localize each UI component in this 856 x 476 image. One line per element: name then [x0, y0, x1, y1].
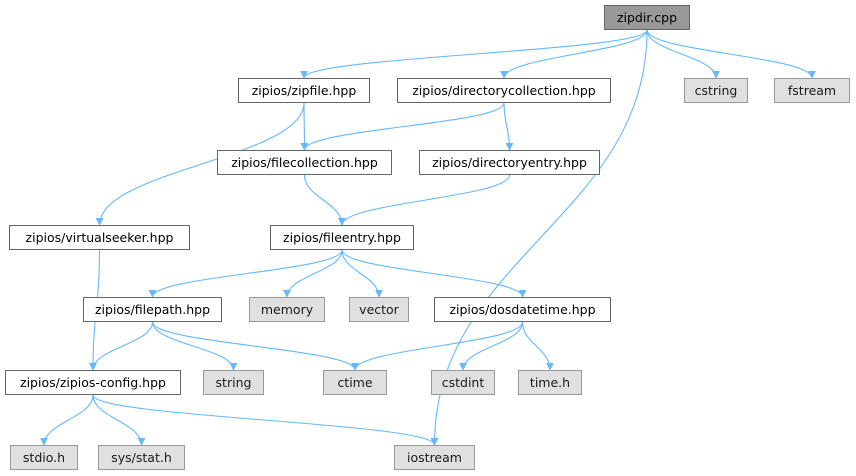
edge-fileentry-to-memory	[283, 249, 343, 298]
node-vector[interactable]: vector	[349, 297, 409, 322]
node-memory[interactable]: memory	[249, 297, 325, 322]
edge-fileentry-to-filepath	[148, 249, 343, 298]
edge-zipdir-to-cstring	[646, 29, 720, 79]
edge-direntry-to-fileentry	[338, 174, 511, 226]
edge-zipfile-to-filecoll	[300, 102, 309, 151]
edge-fileentry-to-dosdt	[341, 249, 527, 298]
node-zipios-directoryentry-hpp[interactable]: zipios/directoryentry.hpp	[419, 150, 600, 175]
edge-dircoll-to-filecoll	[300, 102, 505, 151]
node-zipios-dosdatetime-hpp[interactable]: zipios/dosdatetime.hpp	[434, 297, 611, 322]
node-stdio-h[interactable]: stdio.h	[10, 445, 78, 470]
node-string[interactable]: string	[203, 370, 264, 395]
edge-zconfig-to-iostream	[92, 394, 439, 446]
edge-zipdir-to-fstream	[646, 29, 816, 79]
edge-fileentry-to-vector	[341, 249, 383, 298]
node-zipios-zipios-config-hpp[interactable]: zipios/zipios-config.hpp	[5, 370, 181, 395]
node-cstdint[interactable]: cstdint	[431, 370, 495, 395]
node-zipios-fileentry-hpp[interactable]: zipios/fileentry.hpp	[270, 225, 414, 250]
edge-filepath-to-ctime	[151, 321, 359, 371]
node-sys-stat-h[interactable]: sys/stat.h	[98, 445, 185, 470]
edge-dosdt-to-cstdint	[459, 321, 524, 371]
edge-zconfig-to-stdio	[40, 394, 94, 446]
edge-dosdt-to-timeh	[521, 321, 554, 371]
node-ctime[interactable]: ctime	[323, 370, 387, 395]
node-fstream[interactable]: fstream	[774, 78, 850, 103]
node-zipios-zipfile-hpp[interactable]: zipios/zipfile.hpp	[238, 78, 370, 103]
edge-zipdir-to-zipfile	[300, 29, 648, 79]
node-zipdir-cpp[interactable]: zipdir.cpp	[604, 5, 690, 30]
node-zipios-virtualseeker-hpp[interactable]: zipios/virtualseeker.hpp	[9, 225, 190, 250]
node-zipios-filepath-hpp[interactable]: zipios/filepath.hpp	[83, 297, 222, 322]
edge-filepath-to-zconfig	[89, 321, 154, 371]
node-iostream[interactable]: iostream	[394, 445, 475, 470]
node-cstring[interactable]: cstring	[684, 78, 748, 103]
edge-dircoll-to-direntry	[503, 102, 514, 151]
edge-zipfile-to-vseeker	[95, 102, 305, 226]
node-zipios-filecollection-hpp[interactable]: zipios/filecollection.hpp	[217, 150, 392, 175]
edge-dosdt-to-ctime	[351, 321, 524, 371]
edge-zconfig-to-sysstat	[92, 394, 146, 446]
node-zipios-directorycollection-hpp[interactable]: zipios/directorycollection.hpp	[397, 78, 611, 103]
edge-filecoll-to-fileentry	[303, 174, 346, 226]
edge-filepath-to-string	[151, 321, 238, 371]
node-time-h[interactable]: time.h	[518, 370, 582, 395]
edge-zipdir-to-dircoll	[500, 29, 648, 79]
